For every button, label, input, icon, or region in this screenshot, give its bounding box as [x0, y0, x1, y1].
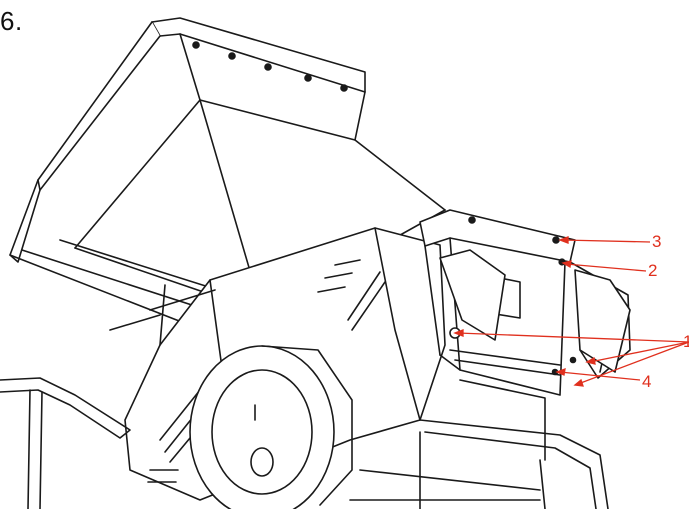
arrowhead-icon [561, 260, 572, 269]
leader-1a [457, 332, 689, 343]
leader-1b [589, 341, 689, 363]
callout-label-2: 2 [648, 261, 658, 280]
leader-1c [577, 341, 689, 385]
arrowhead-icon [558, 236, 569, 244]
discharge-chute [419, 209, 631, 461]
arrowhead-icon [573, 378, 584, 387]
callout-leaders [453, 236, 689, 387]
wheel [189, 345, 353, 514]
leader-4 [559, 371, 641, 381]
frame [0, 377, 609, 510]
callout-label-1: 1 [683, 332, 689, 351]
leader-2 [565, 263, 647, 272]
leader-3 [561, 239, 651, 243]
arrowhead-icon [585, 356, 596, 365]
step-number: 6. [0, 6, 23, 36]
callout-label-4: 4 [642, 372, 652, 391]
callout-label-3: 3 [652, 232, 662, 251]
arrowhead-icon [453, 329, 464, 337]
arrowhead-icon [555, 367, 566, 376]
hopper [9, 17, 446, 336]
